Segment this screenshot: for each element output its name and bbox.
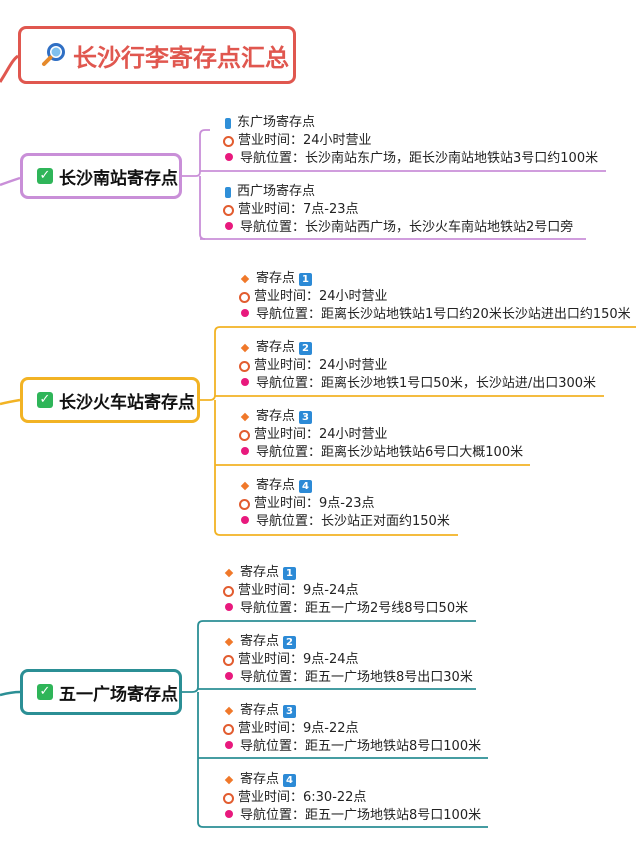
point-location: 导航位置：长沙站正对面约150米 [238,514,450,530]
alarm-clock-icon [223,792,234,804]
number-badge: 3 [283,704,297,718]
point-name: 西广场寄存点 [222,184,315,200]
number-badge: 2 [299,341,313,355]
branch-label: 长沙南站寄存点 [59,168,178,189]
magnifier-icon [42,43,65,66]
branch-wuyi-square: ✓ 五一广场寄存点 [20,669,182,715]
pin-icon [241,378,249,386]
root-title-node: 长沙行李寄存点汇总 [18,26,296,84]
branch-changsha-south: ✓ 长沙南站寄存点 [20,153,182,199]
diamond-icon [224,775,234,785]
point-hours: 营业时间：9点-24点 [222,652,359,668]
phone-icon [225,186,231,198]
pin-icon [241,516,249,524]
number-badge: 3 [299,410,313,424]
diamond-icon [240,343,250,353]
point-location: 导航位置：距五一广场地铁站8号口100米 [222,739,481,755]
point-hours: 营业时间：6:30-22点 [222,790,366,806]
point-location: 导航位置：距离长沙站地铁站1号口约20米长沙站进出口约150米 [238,307,631,323]
alarm-clock-icon [239,360,250,372]
pin-icon [241,309,249,317]
point-hours: 营业时间：9点-23点 [238,496,375,512]
page-title: 长沙行李寄存点汇总 [73,43,289,72]
point-hours: 营业时间：24小时营业 [238,289,388,305]
alarm-clock-icon [223,204,234,216]
point-hours: 营业时间：24小时营业 [238,427,388,443]
phone-icon [225,117,231,129]
point-hours: 营业时间：9点-22点 [222,721,359,737]
point-name: 东广场寄存点 [222,115,315,131]
point-location: 导航位置：距五一广场地铁站8号口100米 [222,808,481,824]
point-location: 导航位置：距离长沙地铁1号口50米，长沙站进/出口300米 [238,376,596,392]
pin-icon [225,810,233,818]
checkbox-icon: ✓ [37,684,53,700]
branch-changsha-railway: ✓ 长沙火车站寄存点 [20,377,200,423]
branch-label: 五一广场寄存点 [59,684,178,705]
diamond-icon [224,568,234,578]
pin-icon [225,153,233,161]
pin-icon [225,603,233,611]
number-badge: 2 [283,635,297,649]
alarm-clock-icon [223,585,234,597]
branch-label: 长沙火车站寄存点 [59,392,195,413]
diamond-icon [240,481,250,491]
diamond-icon [240,274,250,284]
point-hours: 营业时间：7点-23点 [222,202,359,218]
point-location: 导航位置：距五一广场地铁8号出口30米 [222,670,473,686]
alarm-clock-icon [239,429,250,441]
point-hours: 营业时间：24小时营业 [222,133,372,149]
pin-icon [225,672,233,680]
diamond-icon [240,412,250,422]
number-badge: 1 [299,272,313,286]
point-location: 导航位置：长沙南站东广场，距长沙南站地铁站3号口约100米 [222,151,598,167]
point-location: 导航位置：距离长沙站地铁站6号口大概100米 [238,445,523,461]
pin-icon [225,741,233,749]
checkbox-icon: ✓ [37,392,53,408]
number-badge: 4 [283,773,297,787]
pin-icon [241,447,249,455]
point-hours: 营业时间：24小时营业 [238,358,388,374]
checkbox-icon: ✓ [37,168,53,184]
number-badge: 4 [299,479,313,493]
alarm-clock-icon [223,135,234,147]
point-hours: 营业时间：9点-24点 [222,583,359,599]
alarm-clock-icon [223,654,234,666]
alarm-clock-icon [239,498,250,510]
diamond-icon [224,637,234,647]
alarm-clock-icon [223,723,234,735]
pin-icon [225,222,233,230]
point-location: 导航位置：距五一广场2号线8号口50米 [222,601,468,617]
alarm-clock-icon [239,291,250,303]
diamond-icon [224,706,234,716]
point-location: 导航位置：长沙南站西广场，长沙火车南站地铁站2号口旁 [222,220,573,236]
number-badge: 1 [283,566,297,580]
